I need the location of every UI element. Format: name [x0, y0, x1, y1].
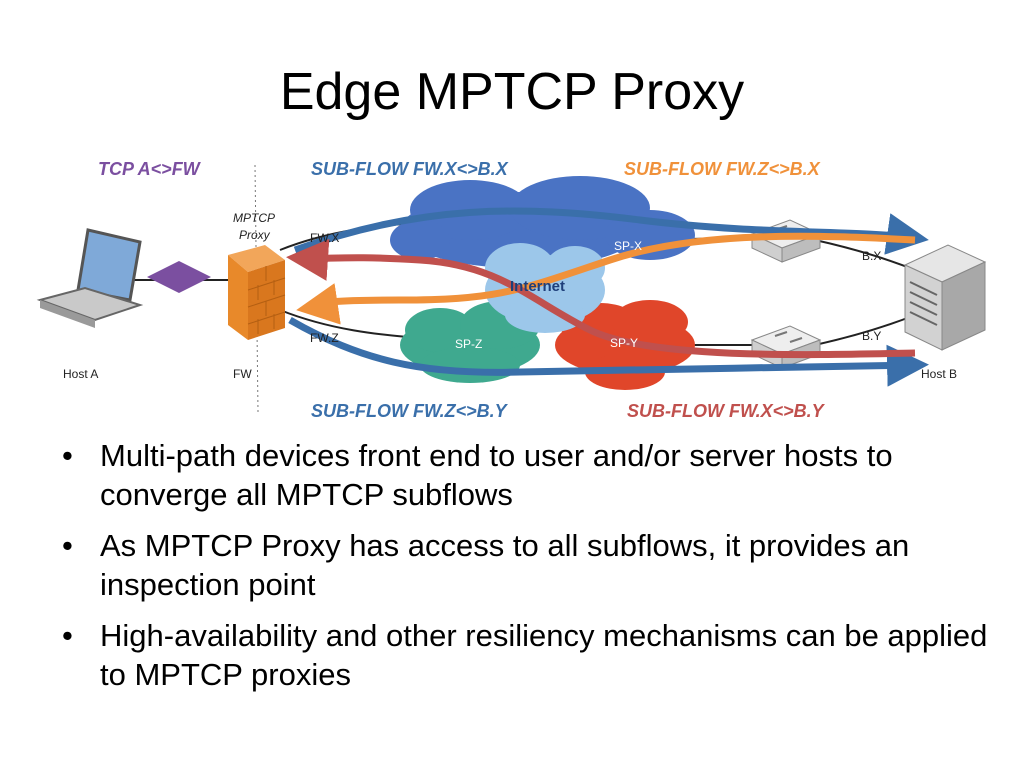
subflow-fwx-bx-arrow: [293, 207, 929, 255]
bullet-item: • Multi-path devices front end to user an…: [62, 436, 992, 514]
subflow-fwz-bx-arrow: [296, 232, 916, 325]
mptcp-proxy-label-line1: MPTCP: [233, 211, 275, 225]
host-a-label: Host A: [63, 367, 99, 381]
bullet-dot: •: [62, 438, 73, 473]
bullet-dot: •: [62, 618, 73, 653]
sub-flow-fwx-by-label: SUB-FLOW FW.X<>B.Y: [627, 401, 824, 421]
sp-x-label: SP-X: [614, 239, 643, 253]
subflow-fwz-by-arrow: [288, 316, 929, 387]
network-diagram: TCP A<>FW SUB-FLOW FW.X<>B.X SUB-FLOW FW…: [0, 150, 1024, 430]
bullet-text: As MPTCP Proxy has access to all subflow…: [100, 528, 910, 602]
fw-z-label: FW.Z: [310, 331, 339, 345]
server-icon: [903, 244, 987, 351]
laptop-icon: [36, 228, 144, 328]
slide-title: Edge MPTCP Proxy: [279, 63, 745, 121]
bullet-text: Multi-path devices front end to user and…: [100, 438, 893, 512]
fw-label: FW: [233, 367, 252, 381]
internet-label: Internet: [510, 278, 566, 295]
host-b-label: Host B: [921, 367, 958, 381]
bullet-dot: •: [62, 528, 73, 563]
b-y-label: B.Y: [862, 329, 882, 343]
bullet-text: High-availability and other resiliency m…: [100, 618, 988, 692]
sub-flow-fwx-bx-label: SUB-FLOW FW.X<>B.X: [311, 159, 508, 179]
subflow-fwx-by-arrow: [286, 238, 916, 359]
diagram-canvas: [36, 164, 987, 413]
proxy-boundary-line: [254, 164, 259, 413]
fw-x-label: FW.X: [310, 231, 340, 245]
bullet-item: • High-availability and other resiliency …: [62, 616, 992, 694]
tcp-a-fw-label: TCP A<>FW: [98, 159, 200, 179]
bullet-item: • As MPTCP Proxy has access to all subflo…: [62, 526, 992, 604]
sub-flow-fwz-by-label: SUB-FLOW FW.Z<>B.Y: [311, 401, 507, 421]
sp-z-label: SP-Z: [455, 337, 483, 351]
router-by-icon: [750, 325, 822, 369]
b-x-label: B.X: [862, 249, 882, 263]
sub-flow-fwz-bx-label: SUB-FLOW FW.Z<>B.X: [624, 159, 820, 179]
sp-y-label: SP-Y: [610, 336, 639, 350]
bullet-list: • Multi-path devices front end to user an…: [62, 436, 992, 706]
firewall-icon: [228, 245, 286, 340]
mptcp-proxy-label-line2: Proxy: [239, 228, 270, 242]
router-bx-icon: [750, 219, 822, 263]
